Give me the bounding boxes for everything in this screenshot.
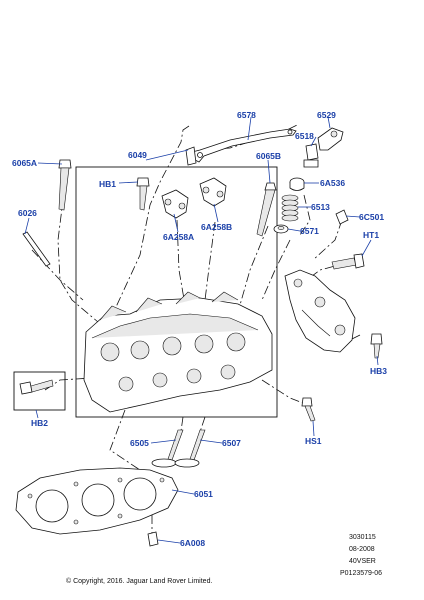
callout-6026: 6026 <box>18 208 37 218</box>
fuel-rail-part <box>191 128 297 163</box>
dowel-6026-part <box>22 231 51 267</box>
bolt-HB1-part <box>136 177 150 211</box>
cap-6A258A-part <box>161 189 189 219</box>
callout-6049: 6049 <box>128 150 147 160</box>
callout-6571: 6571 <box>300 226 319 236</box>
cylinder-head-part <box>83 291 273 413</box>
part-6C501 <box>335 209 349 225</box>
drawing-series: 40VSER <box>349 558 376 565</box>
sensor-6529-part <box>317 127 344 151</box>
callout-6529: 6529 <box>317 110 336 120</box>
callout-6A536: 6A536 <box>320 178 345 188</box>
callout-6518: 6518 <box>295 131 314 141</box>
spring-6513-part <box>281 194 299 222</box>
hb2-bolt-frame <box>13 371 66 411</box>
callout-HB1: HB1 <box>99 179 116 189</box>
drawing-number: 3030115 <box>349 534 376 541</box>
callout-HT1: HT1 <box>363 230 379 240</box>
callout-6065B: 6065B <box>256 151 281 161</box>
drawing-reference: P0123579-06 <box>340 570 382 577</box>
bracket-6049-part <box>185 146 197 166</box>
drawing-date: 08-2008 <box>349 546 375 553</box>
stud-HT1-part <box>331 253 365 270</box>
bolt-HS1-part <box>301 397 316 422</box>
callout-HS1: HS1 <box>305 436 322 446</box>
mounting-bracket-part <box>284 269 356 353</box>
callout-6578: 6578 <box>237 110 256 120</box>
bolt-HB2-part <box>19 379 54 395</box>
callout-6A008: 6A008 <box>180 538 205 548</box>
callout-6065A: 6065A <box>12 158 37 168</box>
callout-HB3: HB3 <box>370 366 387 376</box>
callout-6A258A: 6A258A <box>163 232 194 242</box>
valve-6507-part <box>174 429 206 468</box>
callout-6A258B: 6A258B <box>201 222 232 232</box>
valve-6505-part <box>151 429 184 468</box>
callout-6507: 6507 <box>222 438 241 448</box>
callout-6051: 6051 <box>194 489 213 499</box>
callout-6513: 6513 <box>311 202 330 212</box>
bolt-6065A-part <box>58 159 72 211</box>
callout-6C501: 6C501 <box>359 212 384 222</box>
seal-6571-part <box>273 224 289 234</box>
callout-HB2: HB2 <box>31 418 48 428</box>
leader-lines <box>24 116 379 544</box>
bolt-6065B-part <box>256 182 277 237</box>
cap-6A536-part <box>289 177 305 191</box>
cylinder-head-frame <box>75 166 278 418</box>
dowel-6A008-part <box>147 531 159 547</box>
copyright-notice: © Copyright, 2016. Jaguar Land Rover Lim… <box>66 577 212 585</box>
clip-6518-part <box>303 143 319 168</box>
bolt-HB3-part <box>370 333 383 359</box>
callout-6505: 6505 <box>130 438 149 448</box>
cap-6A258B-part <box>199 177 227 207</box>
head-gasket-part <box>15 467 179 535</box>
